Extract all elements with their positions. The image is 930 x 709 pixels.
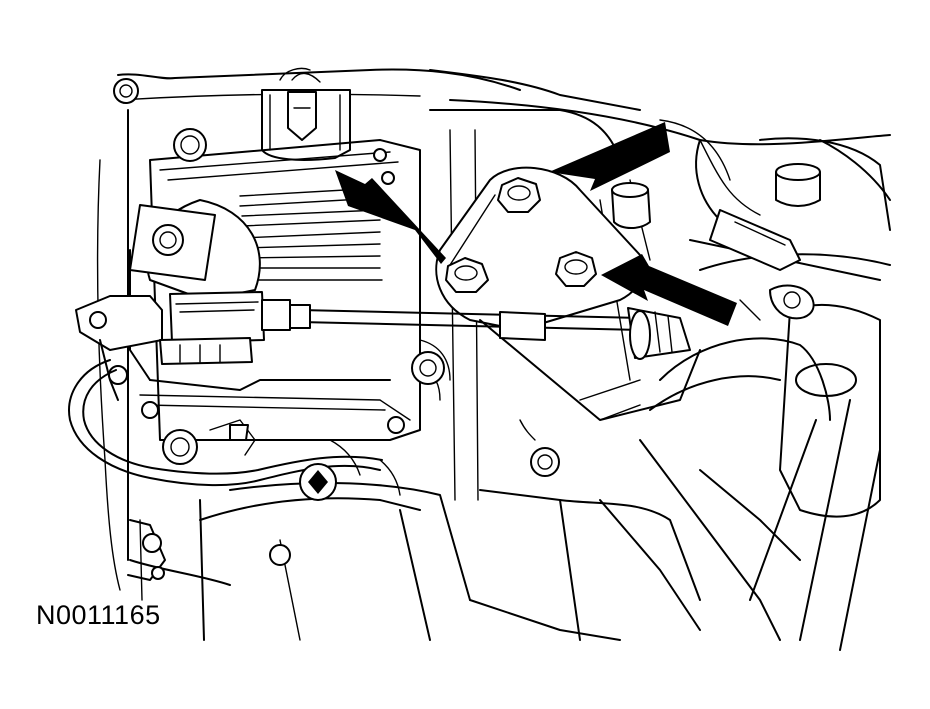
sensor-connector — [75, 291, 291, 401]
callout-arrow-left — [335, 170, 446, 264]
electrical-connector — [261, 67, 351, 161]
bolt-lower-middle — [411, 351, 445, 385]
bracket-nut-left — [445, 257, 489, 293]
bolt-lower-left — [162, 429, 198, 465]
sensor-cable — [285, 304, 691, 360]
bolt-top-left — [113, 78, 139, 104]
control-module — [129, 139, 421, 441]
callout-arrow-top — [549, 122, 670, 191]
bracket-nut-right — [555, 251, 597, 287]
lower-plate — [479, 319, 701, 421]
engine-plate — [419, 109, 651, 501]
right-clamp — [709, 209, 815, 321]
engine-block-outline — [96, 68, 891, 651]
module-bolt — [173, 128, 207, 162]
bracket-nut-top — [497, 177, 541, 213]
figure-id-label: N0011165 — [36, 600, 161, 630]
callout-arrow-right — [601, 254, 737, 326]
bolt-front-cover — [299, 463, 337, 501]
mounting-flange — [129, 199, 261, 301]
